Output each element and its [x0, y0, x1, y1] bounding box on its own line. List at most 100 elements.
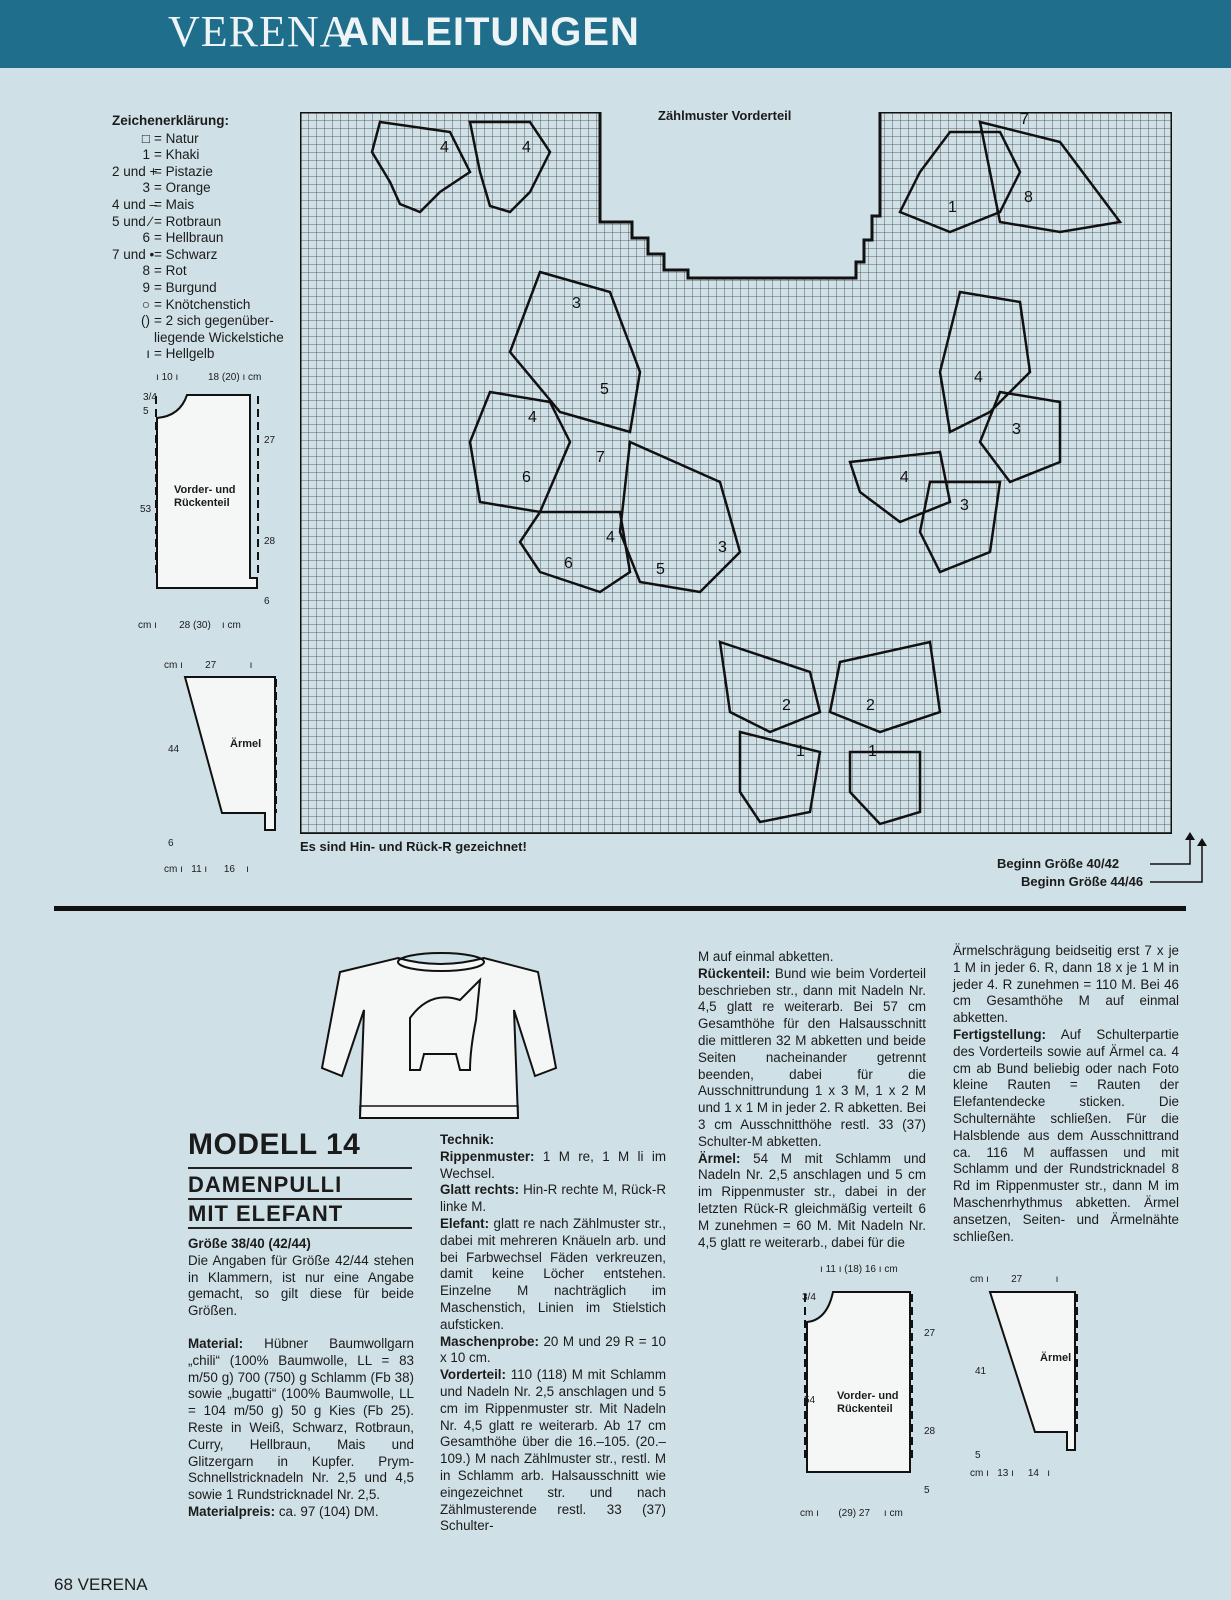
- dim-sleeve-bottom-b: cm ı 13 ı 14 ı: [970, 1468, 1051, 1479]
- price-text: ca. 97 (104) DM.: [278, 1503, 379, 1519]
- chart-color-label: 4: [606, 529, 615, 546]
- legend-title: Zeichenerklärung:: [112, 113, 230, 128]
- legend-symbol: 9: [142, 279, 150, 295]
- section-divider: [54, 906, 1186, 911]
- chart-note: Es sind Hin- und Rück-R gezeichnet!: [300, 839, 527, 854]
- chart-color-label: 4: [900, 469, 909, 486]
- dim-sleeve-bottom-h5: 5: [975, 1450, 981, 1461]
- legend-item: 1= Khaki: [112, 147, 292, 164]
- legend-symbol: 5 und ∕: [112, 213, 152, 229]
- paragraph-label: Rippenmuster:: [440, 1148, 535, 1164]
- legend-item: 6= Hellbraun: [112, 230, 292, 247]
- chart-color-label: 8: [1024, 189, 1033, 206]
- sleeve-label-top: Ärmel: [230, 738, 262, 750]
- footer-brand: VERENA: [77, 1575, 148, 1594]
- dim-bottom-h54: 54: [804, 1395, 816, 1406]
- dim-top-2: 18 (20) ı cm: [208, 372, 262, 383]
- legend-text: = Mais: [154, 196, 195, 212]
- paragraph-label: Fertigstellung:: [953, 1026, 1046, 1042]
- dim-top-s1: 3/4: [143, 392, 157, 403]
- dim-sleeve-top-h44: 44: [168, 744, 180, 755]
- paragraph-label: Elefant:: [440, 1215, 490, 1231]
- legend-item: liegende Wickelstiche: [112, 330, 292, 347]
- dim-bottom-top: ı 11 ı (18) 16 ı cm: [820, 1264, 898, 1275]
- sleeve-label-bottom: Ärmel: [1040, 1352, 1072, 1364]
- legend-item: ı= Hellgelb: [112, 346, 292, 363]
- section-title: ANLEITUNGEN: [340, 10, 640, 54]
- paragraph-text: 110 (118) M mit Schlamm und Nadeln Nr. 2…: [440, 1367, 666, 1534]
- dim-bottom-s1: 3/4: [802, 1292, 816, 1303]
- paragraph-label: Maschenprobe:: [440, 1333, 539, 1349]
- legend-item: 4 und –= Mais: [112, 197, 292, 214]
- chart-color-label: 1: [868, 743, 877, 760]
- chart-color-label: 3: [718, 539, 727, 556]
- rule-3: [188, 1227, 412, 1229]
- dim-top-h27: 27: [264, 435, 276, 446]
- paragraph: Ärmelschrägung beidseitig erst 7 x je 1 …: [953, 943, 1179, 1027]
- header-bar: VERENA ANLEITUNGEN: [0, 0, 1231, 68]
- chart-color-label: 7: [596, 449, 605, 466]
- dim-top-h6: 6: [264, 596, 270, 607]
- paragraph-text: glatt re nach Zählmuster str., dabei mit…: [440, 1215, 666, 1332]
- paragraph: Elefant: glatt re nach Zählmuster str., …: [440, 1216, 666, 1334]
- legend-symbol: 7 und •: [112, 246, 155, 262]
- chart-color-label: 4: [974, 369, 983, 386]
- chart-color-label: 4: [522, 139, 531, 156]
- chart-color-label: 2: [782, 697, 791, 714]
- chart-color-label: 3: [960, 497, 969, 514]
- article-title-2: MIT ELEFANT: [188, 1201, 344, 1226]
- legend-symbol: 4 und –: [112, 196, 158, 212]
- chart-color-label: 3: [572, 295, 581, 312]
- chart-color-label: 5: [600, 381, 609, 398]
- dim-top-s2: 5: [143, 406, 149, 417]
- legend-text: = Hellbraun: [154, 230, 224, 246]
- chart-color-label: 6: [564, 555, 573, 572]
- paragraph-text: 1 M re, 1 M li im Wechsel.: [440, 1148, 666, 1181]
- paragraph: Ärmel: 54 M mit Schlamm und Nadeln Nr. 2…: [698, 1151, 926, 1252]
- dim-top-h28: 28: [264, 536, 276, 547]
- start-arrows: [1150, 832, 1207, 883]
- legend-symbol: 1: [142, 147, 150, 163]
- body-label-bottom: Vorder- und Rückenteil: [837, 1390, 899, 1415]
- legend-symbol: (): [141, 313, 150, 329]
- model-heading: MODELL 14: [188, 1128, 361, 1161]
- paragraph-label: Technik:: [440, 1132, 495, 1147]
- legend-text: = Hellgelb: [154, 346, 215, 362]
- paragraph: Glatt rechts: Hin-R rechte M, Rück-R lin…: [440, 1182, 666, 1216]
- motifs: [370, 120, 1123, 826]
- paragraph: M auf einmal abketten.: [698, 949, 926, 966]
- legend-text: = Khaki: [154, 147, 200, 163]
- sweater-illustration: [320, 952, 558, 1119]
- legend-symbol: ı: [146, 346, 150, 362]
- chart-color-label: 4: [528, 409, 537, 426]
- chart-color-label: 2: [866, 697, 875, 714]
- dim-top-w: cm ı 28 (30) ı cm: [138, 620, 241, 631]
- article-col2: Technik: Rippenmuster: 1 M re, 1 M li im…: [440, 1132, 666, 1535]
- legend-text: = Orange: [154, 180, 211, 196]
- chart-title: Zählmuster Vorderteil: [658, 108, 792, 123]
- legend-text: = Rot: [154, 263, 187, 279]
- legend-item: ○= Knötchenstich: [112, 297, 292, 314]
- paragraph-text: Ärmelschrägung beidseitig erst 7 x je 1 …: [953, 943, 1179, 1026]
- legend-item: 8= Rot: [112, 263, 292, 280]
- paragraph: Fertigstellung: Auf Schulterpartie des V…: [953, 1027, 1179, 1245]
- rule-1: [188, 1167, 412, 1169]
- paragraph: Vorderteil: 110 (118) M mit Schlamm und …: [440, 1367, 666, 1535]
- legend-symbol: 2 und +: [112, 163, 158, 179]
- legend-text: = Rotbraun: [154, 213, 222, 229]
- legend-text: = Knötchenstich: [154, 296, 251, 312]
- sleeve-schematic-bottom: [988, 1291, 1078, 1451]
- paragraph-text: M auf einmal abketten.: [698, 949, 834, 964]
- dim-top-1: ı 10 ı: [156, 372, 179, 383]
- chart-color-label: 7: [1020, 112, 1029, 128]
- rule-2: [188, 1198, 412, 1200]
- paragraph: Technik:: [440, 1132, 666, 1149]
- dim-sleeve-bottom-top: cm ı 27 ı: [970, 1274, 1059, 1285]
- dim-sleeve-top-b: cm ı 11 ı 16 ı: [164, 864, 249, 875]
- legend-item: 9= Burgund: [112, 280, 292, 297]
- start-size-1: Beginn Größe 40/42: [997, 856, 1120, 871]
- start-size-2: Beginn Größe 44/46: [1021, 874, 1144, 889]
